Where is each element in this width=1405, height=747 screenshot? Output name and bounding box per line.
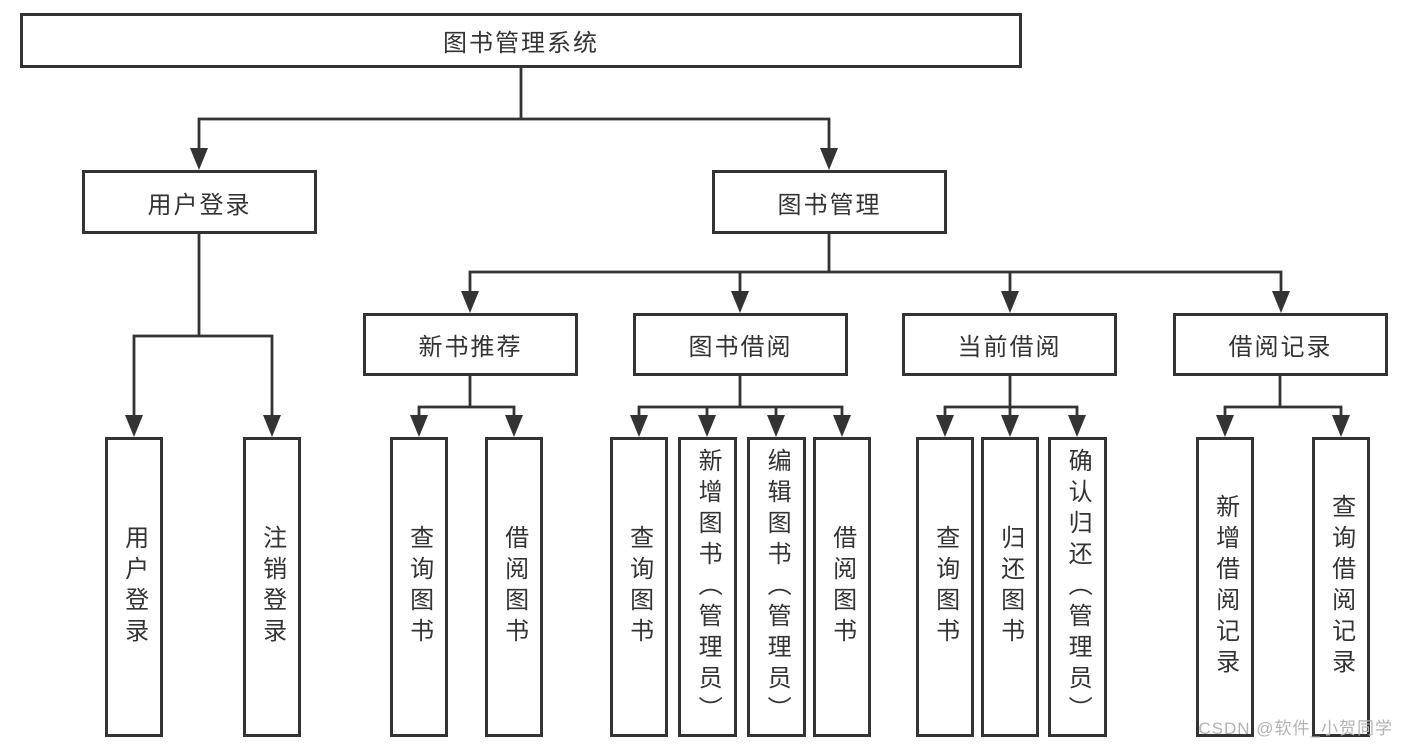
arrowhead: [1332, 415, 1350, 437]
node-label: 借阅记录: [1228, 334, 1333, 361]
connector-new-book-recommend-to-children: [410, 374, 523, 437]
connector-current-borrow-to-children: [936, 374, 1086, 437]
node-user-login-module: 用户登录: [82, 170, 317, 234]
connector-book-management-to-level3: [461, 232, 1290, 313]
node-book-borrow: 图书借阅: [633, 313, 848, 376]
node-label: 用户登录: [120, 525, 148, 649]
node-query-books-recommend: 查询图书: [390, 437, 448, 737]
csdn-watermark: CSDN @软件_小贺同学: [1198, 719, 1393, 738]
node-borrow-books-action: 借阅图书: [813, 437, 871, 737]
node-logout-action: 注销登录: [243, 437, 301, 737]
node-label: 编辑图书（管理员）: [763, 447, 791, 727]
arrowhead: [263, 415, 281, 437]
node-label: 查询图书: [405, 525, 433, 649]
node-label: 注销登录: [258, 525, 286, 649]
arrowhead: [461, 291, 479, 313]
arrowhead: [767, 415, 785, 437]
node-label: 借阅图书: [500, 525, 528, 649]
arrowhead: [1272, 291, 1290, 313]
arrowhead: [630, 415, 648, 437]
arrowhead: [820, 148, 838, 170]
node-query-books-current: 查询图书: [916, 437, 974, 737]
node-label: 确认归还（管理员）: [1064, 447, 1092, 727]
connector-user-login-to-children: [125, 231, 281, 437]
node-return-books: 归还图书: [981, 437, 1039, 737]
node-borrow-records: 借阅记录: [1173, 313, 1388, 376]
node-label: 查询图书: [931, 525, 959, 649]
arrowhead: [1216, 415, 1234, 437]
node-label: 图书借阅: [688, 334, 793, 361]
node-borrow-books-recommend: 借阅图书: [485, 437, 543, 737]
node-current-borrow: 当前借阅: [902, 313, 1117, 376]
node-label: 新书推荐: [418, 334, 523, 361]
node-query-books-borrow: 查询图书: [610, 437, 668, 737]
node-confirm-return-admin: 确认归还（管理员）: [1048, 437, 1107, 737]
node-label: 当前借阅: [957, 334, 1062, 361]
arrowhead: [698, 415, 716, 437]
arrowhead: [125, 415, 143, 437]
node-edit-books-admin: 编辑图书（管理员）: [747, 437, 806, 737]
connector-borrow-records-to-children: [1216, 374, 1350, 437]
arrowhead: [1001, 291, 1019, 313]
node-label: 新增图书（管理员）: [694, 447, 722, 727]
arrowhead: [731, 291, 749, 313]
node-label: 用户登录: [147, 191, 252, 219]
node-new-book-recommend: 新书推荐: [363, 313, 578, 376]
node-label: 借阅图书: [828, 525, 856, 649]
arrowhead: [505, 415, 523, 437]
node-label: 查询借阅记录: [1327, 494, 1355, 680]
node-add-books-admin: 新增图书（管理员）: [678, 437, 737, 737]
node-library-management-system: 图书管理系统: [20, 13, 1022, 68]
node-label: 新增借阅记录: [1211, 494, 1239, 680]
arrowhead: [936, 415, 954, 437]
node-label: 查询图书: [625, 525, 653, 649]
node-label: 归还图书: [996, 525, 1024, 649]
node-user-login-action: 用户登录: [105, 437, 163, 737]
arrowhead: [833, 415, 851, 437]
arrowhead: [1001, 415, 1019, 437]
arrowhead: [410, 415, 428, 437]
connector-book-borrow-to-children: [630, 374, 851, 437]
connector-root-to-level2: [190, 66, 838, 170]
node-label: 图书管理: [777, 191, 882, 219]
node-query-borrow-record: 查询借阅记录: [1312, 437, 1370, 737]
node-label: 图书管理系统: [443, 30, 599, 57]
arrowhead: [1068, 415, 1086, 437]
node-book-management-module: 图书管理: [712, 170, 947, 234]
arrowhead: [190, 148, 208, 170]
node-add-borrow-record: 新增借阅记录: [1196, 437, 1254, 737]
